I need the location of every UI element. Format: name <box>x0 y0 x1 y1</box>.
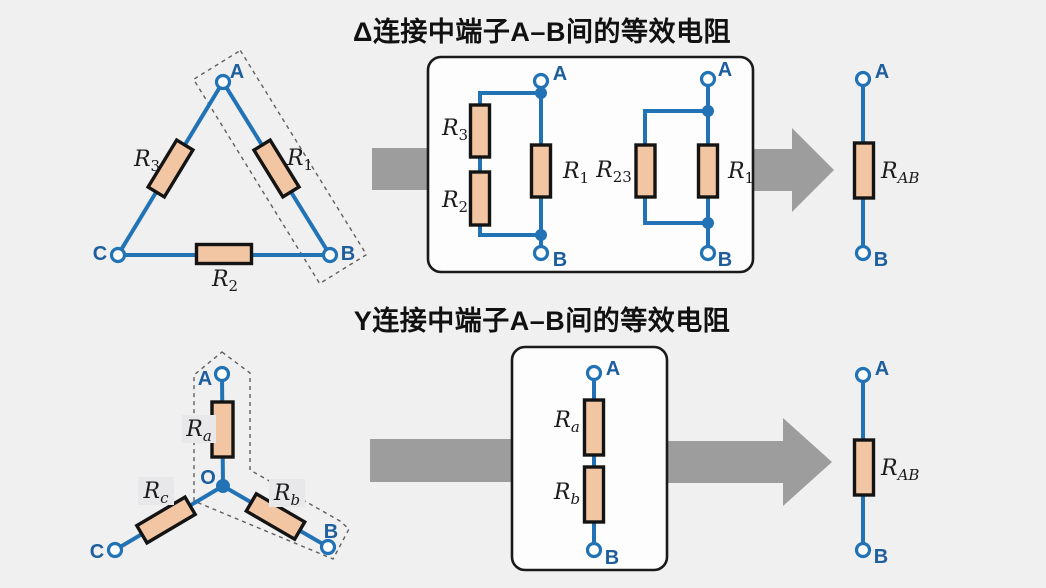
resistor-r2-label: R2 <box>441 188 468 216</box>
wye-source-circuit: A O B C Ra Rc Rb <box>90 351 350 563</box>
node-b-label: B <box>553 249 567 271</box>
resistor-rab-label: RAB <box>880 456 919 484</box>
node-c-label: C <box>93 243 107 265</box>
resistor-r1-label: R1 <box>286 146 313 174</box>
node-a-label: A <box>198 368 212 390</box>
resistor-r1 <box>251 137 302 200</box>
arrow-right-icon <box>753 128 834 212</box>
resistor-rb-label: Rb <box>553 480 580 508</box>
node-a-terminal <box>532 72 550 90</box>
resistor-rc <box>134 494 198 546</box>
node-b-terminal <box>532 244 550 262</box>
resistor-rc-label: Rc <box>143 479 170 507</box>
wye-dashed-selection <box>193 351 350 560</box>
node-b-terminal <box>699 244 717 262</box>
node-c-terminal <box>106 541 124 559</box>
wye-step-circuit: A B Ra Rb <box>553 358 620 569</box>
node-b-terminal <box>854 244 872 262</box>
resistor-r2-label: R2 <box>211 267 238 295</box>
node-a-terminal <box>854 70 872 88</box>
arrow-right-icon <box>372 148 428 190</box>
delta-step2-circuit: A B R23 R1 <box>595 59 754 271</box>
resistor-rab-label: RAB <box>880 159 919 187</box>
resistor-r1 <box>529 143 553 199</box>
resistor-r2 <box>194 242 254 266</box>
node-a-label: A <box>230 61 244 83</box>
resistor-r3-label: R3 <box>441 116 468 144</box>
resistor-rb <box>243 491 308 542</box>
delta-source-circuit: A B C R3 R1 R2 <box>93 49 368 295</box>
node-b-terminal <box>319 538 337 556</box>
node-b-label: B <box>718 249 732 271</box>
label-background <box>182 415 216 443</box>
node-a-label: A <box>553 63 567 85</box>
resistor-r3-label: R3 <box>133 147 160 175</box>
arrow-right-icon <box>667 418 832 506</box>
wye-result-circuit: A B RAB <box>852 358 919 568</box>
junction-dot <box>702 217 714 229</box>
resistor-rb <box>582 465 606 524</box>
node-a-label: A <box>718 59 732 81</box>
resistor-r23-label: R23 <box>595 158 632 186</box>
resistor-r1-label: R1 <box>727 159 754 187</box>
node-a-terminal <box>585 364 603 382</box>
node-a-terminal <box>213 365 231 383</box>
junction-dot <box>535 229 547 241</box>
node-b-label: B <box>341 243 355 265</box>
wye-section-title: Y连接中端子A–B间的等效电阻 <box>353 306 731 336</box>
resistor-r1-label: R1 <box>562 159 589 187</box>
node-b-label: B <box>605 547 619 569</box>
node-b-terminal <box>585 541 603 559</box>
delta-result-circuit: A B RAB <box>852 61 919 271</box>
node-a-terminal <box>214 73 232 91</box>
arrow-right-icon <box>370 439 512 482</box>
resistor-rb-label: Rb <box>273 481 300 509</box>
delta-section-title: Δ连接中端子A–B间的等效电阻 <box>353 17 731 47</box>
node-o-junction <box>216 479 230 493</box>
resistor-ra-label: Ra <box>553 408 580 436</box>
delta-dashed-selection <box>192 49 368 285</box>
node-b-label: B <box>324 521 338 543</box>
delta-step1-circuit: A B R3 R2 R1 <box>441 63 589 271</box>
resistor-r23 <box>634 143 657 199</box>
resistor-r3 <box>468 103 492 159</box>
node-a-label: A <box>875 61 889 83</box>
resistor-r3 <box>145 137 196 200</box>
junction-dot <box>535 87 547 99</box>
wye-equivalence-box <box>510 345 669 572</box>
node-a-terminal <box>699 70 717 88</box>
node-o-label: O <box>200 467 216 489</box>
node-b-label: B <box>874 546 888 568</box>
node-b-label: B <box>874 249 888 271</box>
resistor-ra <box>582 398 606 457</box>
node-b-terminal <box>854 541 872 559</box>
resistor-rab <box>852 141 876 200</box>
resistor-ra-label: Ra <box>185 417 212 445</box>
label-background <box>269 479 305 507</box>
node-a-label: A <box>606 358 620 380</box>
resistor-r2 <box>468 170 492 227</box>
resistor-r1 <box>696 143 720 199</box>
resistor-rab <box>852 438 876 497</box>
node-c-label: C <box>90 541 104 563</box>
label-background <box>138 477 174 505</box>
junction-dot <box>702 105 714 117</box>
node-a-terminal <box>854 366 872 384</box>
node-b-terminal <box>321 246 339 264</box>
node-a-label: A <box>875 358 889 380</box>
wire-branch <box>478 91 543 237</box>
node-c-terminal <box>109 246 127 264</box>
